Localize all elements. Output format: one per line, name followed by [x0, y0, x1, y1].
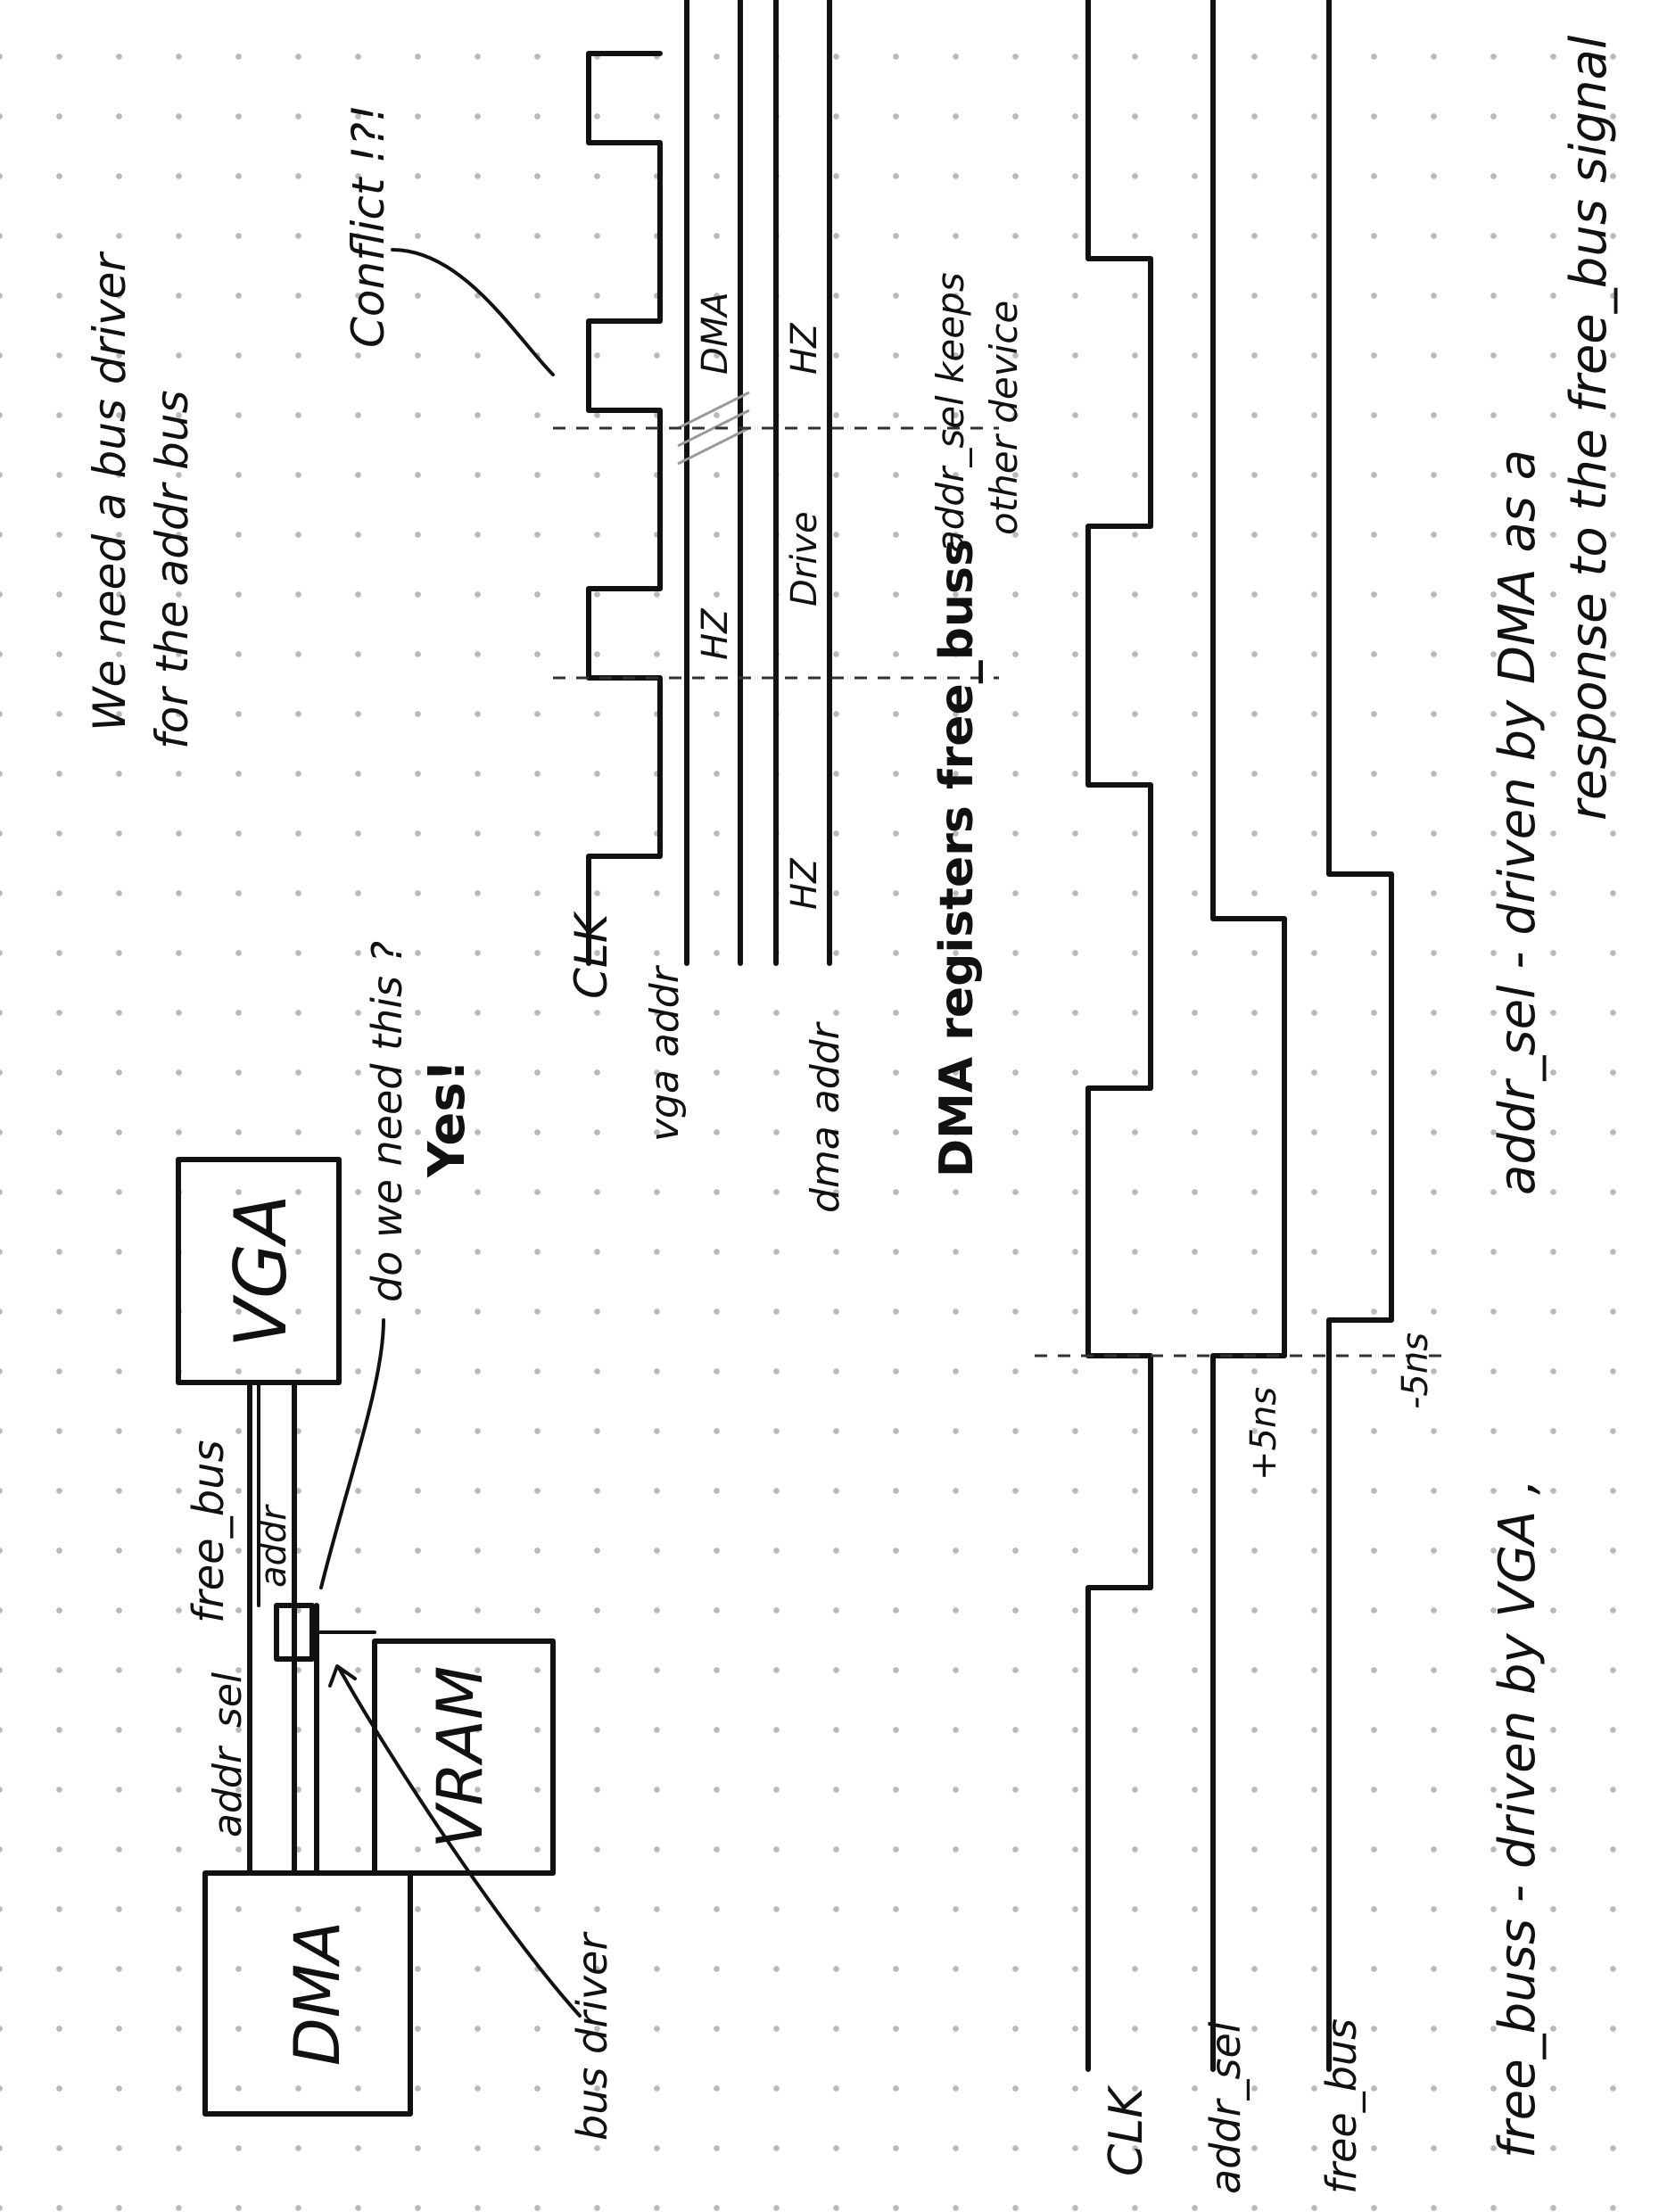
addr-sel-definition-line1: addr_sel - driven by DMA as a	[1489, 450, 1547, 1195]
question-arrow	[319, 1318, 385, 1589]
bottom-free-bus-label: free_bus	[1317, 2018, 1366, 2194]
bus-driver-label: bus driver	[568, 1931, 616, 2141]
bus-driver-needed-line2: for the addr bus	[146, 390, 198, 749]
plus-5ns-label: +5ns	[1243, 1387, 1284, 1481]
bottom-addr-sel-wave	[1210, 0, 1287, 2072]
top-dma-hz-2: HZ	[784, 322, 825, 375]
keeps-note-2: other device	[982, 301, 1026, 535]
top-dma-drive: Drive	[784, 511, 825, 607]
vram-block-label: VRAM	[424, 1666, 497, 1849]
conflict-arrow	[391, 248, 555, 376]
dma-registers-note: DMA registers free_buss	[930, 539, 984, 1177]
top-clk-wave	[586, 51, 663, 966]
dma-block	[202, 1870, 413, 2117]
dma-block-label: DMA	[281, 1921, 354, 2066]
keeps-note-1: addr_sel keeps	[929, 272, 972, 553]
vram-block	[372, 1638, 556, 1876]
addr-wire-label: addr	[253, 1504, 294, 1588]
bottom-free-bus-wave	[1326, 0, 1394, 2072]
minus-5ns-label: -5ns	[1395, 1333, 1436, 1409]
vga-block-label: VGA	[219, 1194, 302, 1347]
bottom-addr-sel-label: addr_sel	[1201, 2021, 1250, 2194]
bus-driver-needed-line1: We need a bus driver	[84, 251, 136, 731]
bus-driver-arrow	[337, 1666, 582, 2018]
bus-driver-arrowhead	[328, 1664, 357, 1688]
free-bus-wire-label: free_bus	[184, 1440, 234, 1623]
top-dma-addr-label: dma addr	[803, 1020, 848, 1213]
top-timing: We need a bus driver for the addr bus Co…	[84, 0, 1026, 1213]
addr-sel-definition-line2: response to the free_bus signal	[1560, 35, 1618, 821]
top-dma-hz-1: HZ	[784, 857, 825, 910]
top-vga-addr-label: vga addr	[642, 964, 688, 1142]
bottom-clk-wave	[1085, 0, 1153, 2072]
bottom-clk-label: CLK	[1100, 2084, 1153, 2176]
bottom-timing: CLK addr_sel free_bus +5ns -5ns free_bus…	[1035, 0, 1618, 2194]
top-vga-dma: DMA	[695, 292, 736, 375]
conflict-note: Conflict !?!	[343, 104, 394, 348]
top-vga-hz: HZ	[695, 607, 736, 660]
answer-note: Yes!	[418, 1060, 476, 1178]
free-bus-definition: free_buss - driven by VGA ,	[1489, 1479, 1547, 2158]
block-diagram: DMA VRAM VGA addr_sel free_bus addr bus …	[176, 941, 616, 2141]
question-note: do we need this ?	[363, 941, 411, 1302]
conflict-hatch	[677, 391, 750, 466]
addr-sel-wire-label: addr_sel	[205, 1671, 251, 1837]
